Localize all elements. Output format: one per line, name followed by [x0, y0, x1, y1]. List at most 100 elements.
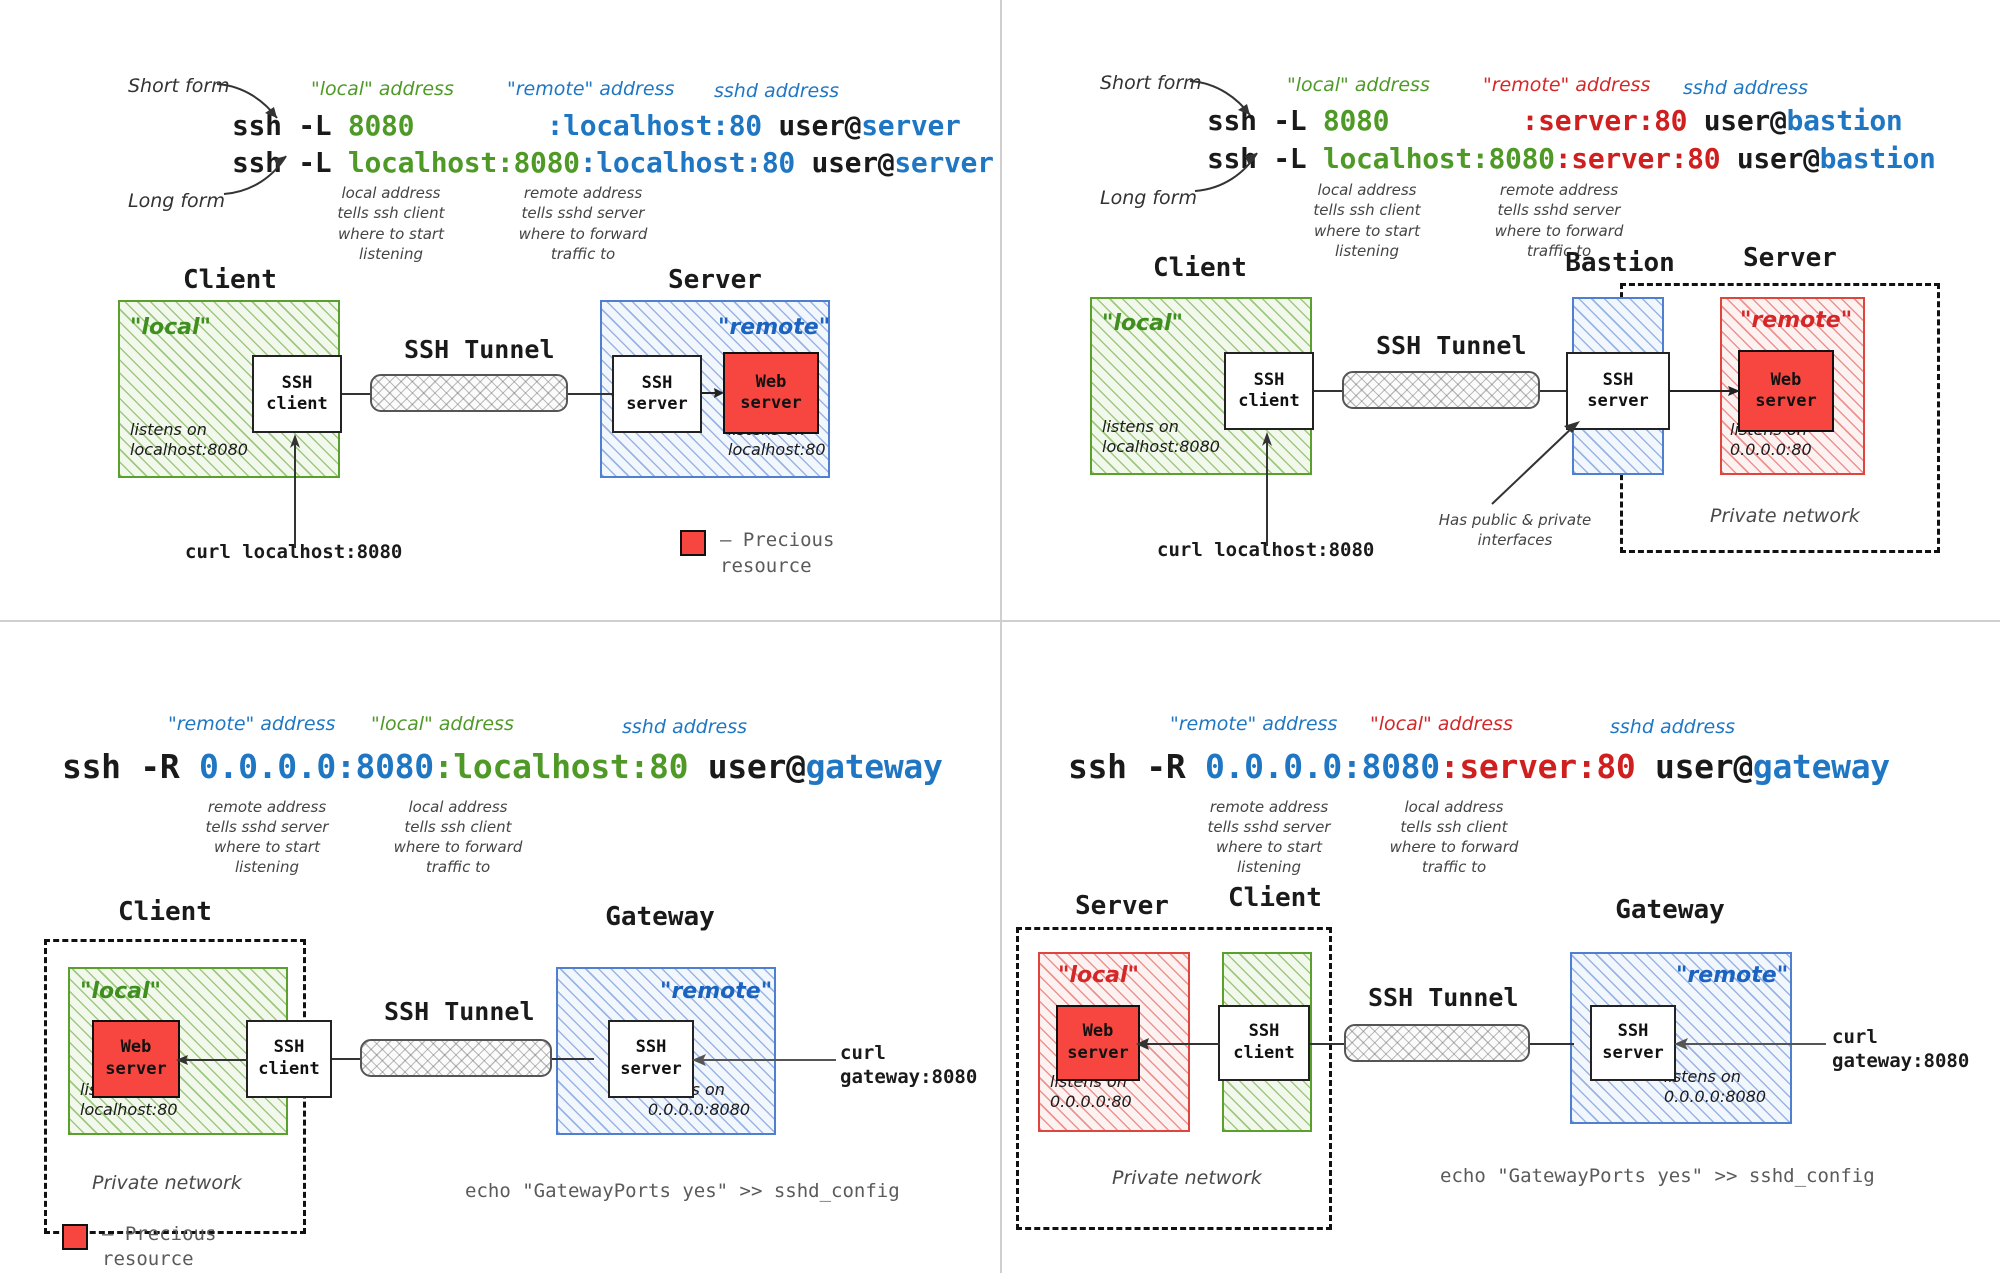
gateway-zone-tag: "remote" [1676, 962, 1789, 988]
web-server-node: Web server [723, 352, 819, 434]
wire-tunnel-server [566, 393, 614, 395]
curl-arrow [1262, 432, 1272, 546]
client-zone-tag: "local" [80, 978, 162, 1004]
gateway-zone [1570, 951, 1792, 1124]
arrow-curl-to-sshserver [1674, 1037, 1826, 1050]
legend: – Precious resource [680, 528, 834, 579]
ssh-client-node: SSH client [246, 1019, 332, 1098]
ssh-tunnel [370, 374, 568, 412]
short-form-label: Short form [1100, 72, 1202, 94]
web-server-node: Web server [1738, 350, 1834, 432]
wire-tunnel-gateway [1528, 1042, 1574, 1045]
ssh-tunnel-label: SSH Tunnel [1376, 331, 1527, 360]
wire-client-tunnel [1308, 1042, 1346, 1045]
header-remote-address: "remote" address [168, 712, 336, 735]
host-label-server: Server [668, 265, 762, 295]
host-label-server: Server [1743, 243, 1837, 273]
header-remote-address: "remote" address [1483, 74, 1651, 96]
server-zone-tag: "remote" [718, 315, 831, 340]
legend-text: – Precious resource [102, 1222, 217, 1271]
note-local-address: local address tells ssh client where to … [1389, 797, 1519, 877]
long-form-label: Long form [1100, 187, 1197, 209]
legend-text: – Precious resource [720, 529, 835, 577]
long-form-arrow [223, 155, 287, 195]
arrow-sshserver-to-webserver [702, 388, 724, 398]
gateway-listens-label: listens on 0.0.0.0:8080 [1664, 1066, 1767, 1106]
legend: – Precious resource [62, 1222, 216, 1273]
header-remote-address: "remote" address [507, 78, 675, 100]
legend-swatch-precious-resource [62, 1223, 88, 1250]
private-network-label: Private network [92, 1171, 242, 1194]
curl-command-label: curl localhost:8080 [185, 541, 403, 563]
ssh-client-node: SSH client [1224, 352, 1314, 430]
client-zone-tag: "local" [1102, 311, 1184, 336]
arrow-sshclient-to-webserver [176, 1054, 248, 1065]
header-sshd-address: sshd address [1683, 77, 1809, 99]
short-form-arrow [1189, 80, 1251, 116]
private-network-label: Private network [1710, 505, 1860, 527]
ssh-tunnel [1344, 1023, 1530, 1062]
note-remote-address: remote address tells sshd server where t… [205, 797, 329, 877]
panel-local-forward-simple: Short form "local" address "remote" addr… [0, 0, 1000, 637]
ssh-server-node: SSH server [1566, 352, 1670, 430]
header-local-address: "local" address [311, 78, 454, 100]
host-label-server: Server [1075, 890, 1169, 921]
curl-arrow [290, 434, 300, 548]
remote-forward-command: ssh -R 0.0.0.0:8080:server:80 user@gatew… [1068, 746, 1890, 786]
note-local-address: local address tells ssh client where to … [393, 797, 523, 877]
client-zone-tag: "local" [130, 315, 212, 340]
echo-gatewayports-command: echo "GatewayPorts yes" >> sshd_config [465, 1179, 900, 1202]
arrow-curl-to-sshserver [692, 1053, 836, 1066]
bastion-note: Has public & private interfaces [1438, 511, 1592, 550]
ssh-server-node: SSH server [612, 355, 702, 433]
header-local-address: "local" address [1287, 74, 1430, 96]
ssh-server-node: SSH server [1590, 1004, 1676, 1081]
remote-forward-command: ssh -R 0.0.0.0:8080:localhost:80 user@ga… [62, 746, 943, 786]
header-local-address: "local" address [1370, 712, 1513, 735]
note-local-address: local address tells ssh client where to … [337, 184, 445, 263]
host-label-client: Client [118, 896, 212, 927]
ssh-tunnel-label: SSH Tunnel [404, 335, 555, 364]
server-zone-tag: "local" [1058, 962, 1140, 988]
private-network-label: Private network [1112, 1166, 1262, 1189]
gateway-zone [556, 966, 776, 1135]
ssh-client-node: SSH client [1218, 1004, 1310, 1081]
note-remote-address: remote address tells sshd server where t… [518, 184, 648, 263]
host-label-gateway: Gateway [605, 901, 715, 932]
note-remote-address: remote address tells sshd server where t… [1207, 797, 1331, 877]
ssh-tunnel-label: SSH Tunnel [384, 996, 535, 1026]
short-form-command: ssh -L 8080 :localhost:80 user@server [232, 109, 961, 142]
host-label-client: Client [1228, 882, 1322, 913]
bastion-note-arrow [1491, 421, 1580, 505]
short-form-arrow [216, 83, 278, 119]
header-remote-address: "remote" address [1170, 712, 1338, 735]
echo-gatewayports-command: echo "GatewayPorts yes" >> sshd_config [1440, 1164, 1875, 1187]
wire-client-tunnel [1314, 390, 1344, 392]
legend-swatch-precious-resource [680, 530, 706, 556]
wire-tunnel-bastion [1538, 390, 1578, 392]
panel-divider-horizontal [0, 620, 2000, 622]
server-zone [1720, 297, 1865, 475]
host-label-client: Client [183, 265, 277, 295]
host-label-client: Client [1153, 253, 1247, 283]
header-sshd-address: sshd address [1610, 715, 1736, 738]
note-remote-address: remote address tells sshd server where t… [1494, 181, 1624, 260]
panel-remote-forward-server: "remote" address "local" address sshd ad… [1000, 637, 2000, 1273]
ssh-tunnel-label: SSH Tunnel [1368, 982, 1519, 1012]
long-form-arrow [1194, 152, 1258, 192]
ssh-tunnel [360, 1038, 552, 1077]
arrow-bastion-to-webserver [1668, 386, 1740, 396]
header-local-address: "local" address [371, 712, 514, 735]
wire-client-tunnel [330, 1057, 362, 1060]
header-sshd-address: sshd address [714, 80, 840, 102]
ssh-tunnel [1342, 371, 1540, 409]
client-zone [118, 300, 340, 478]
long-form-label: Long form [128, 190, 225, 212]
curl-command-label: curl gateway:8080 [1832, 1025, 1970, 1073]
wire-client-tunnel [342, 393, 372, 395]
panel-remote-forward-simple: "remote" address "local" address sshd ad… [0, 637, 1000, 1273]
arrow-sshclient-to-webserver [1136, 1037, 1220, 1050]
curl-command-label: curl gateway:8080 [840, 1041, 978, 1089]
curl-command-label: curl localhost:8080 [1157, 539, 1375, 561]
